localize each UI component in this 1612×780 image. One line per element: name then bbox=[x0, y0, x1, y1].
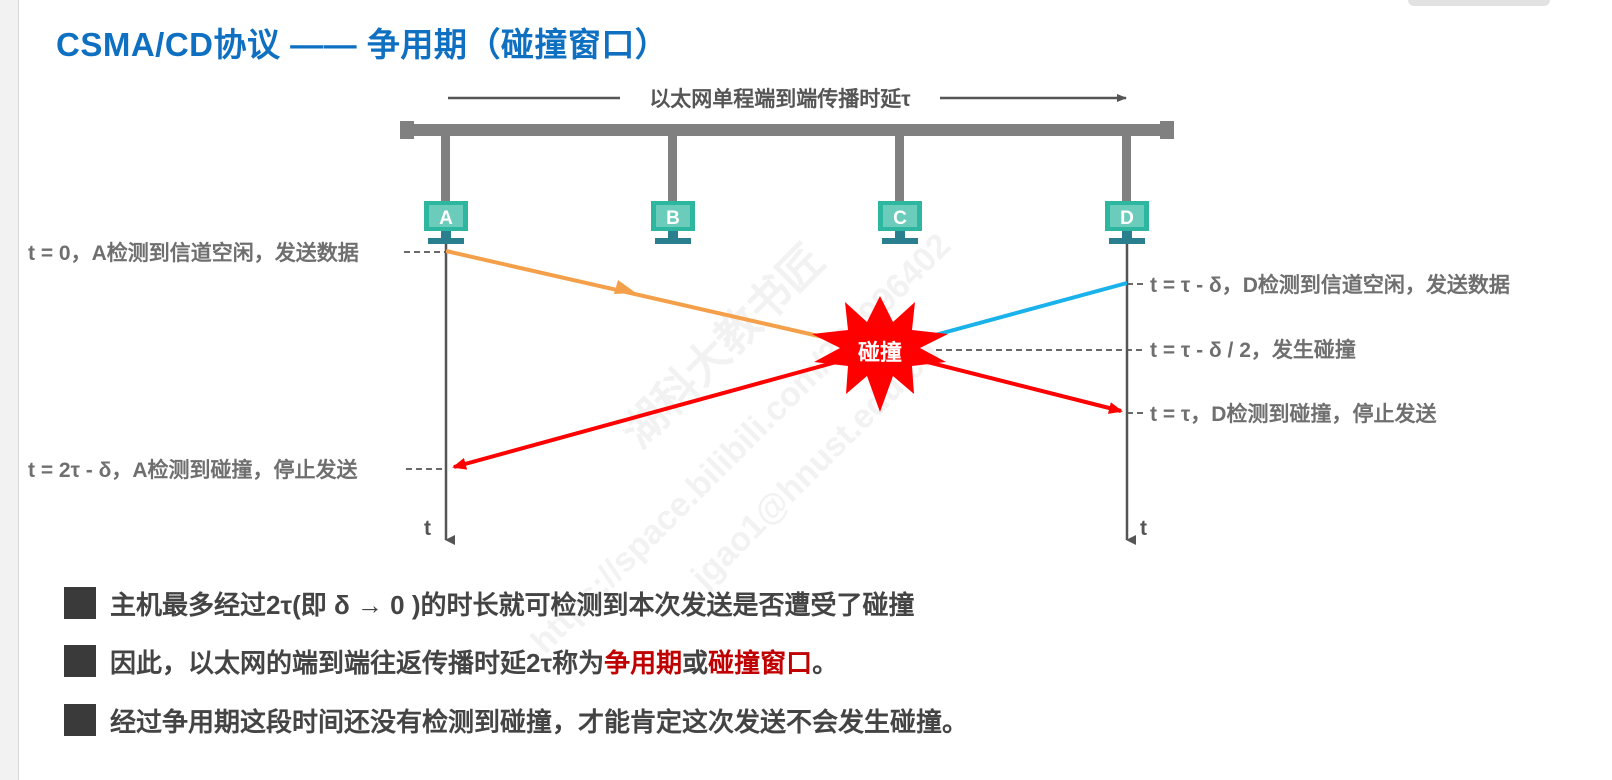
event-a-detect: t = 2τ - δ，A检测到碰撞，停止发送 bbox=[28, 458, 359, 482]
collision-burst: 碰撞 bbox=[812, 296, 948, 412]
bullet-item: 因此，以太网的端到端往返传播时延2τ称为争用期或碰撞窗口。 bbox=[64, 643, 838, 679]
collision-label: 碰撞 bbox=[858, 340, 902, 365]
bullet-item: 主机最多经过2τ(即 δ → 0 )的时长就可检测到本次发送是否遭受了碰撞 bbox=[64, 585, 915, 621]
watermark-line-1: 湖科大教书匠 bbox=[612, 236, 833, 457]
event-a-send: t = 0，A检测到信道空闲，发送数据 bbox=[28, 241, 359, 265]
highlight-contention-period: 争用期 bbox=[604, 648, 682, 678]
bullet-text-part: 因此，以太网的端到端往返传播时延2τ称为 bbox=[110, 648, 604, 678]
propagation-delay-arrow: 以太网单程端到端传播时延τ bbox=[448, 87, 1126, 111]
bullet-item: 经过争用期这段时间还没有检测到碰撞，才能肯定这次发送不会发生碰撞。 bbox=[64, 702, 968, 738]
bullet-text: 经过争用期这段时间还没有检测到碰撞，才能肯定这次发送不会发生碰撞。 bbox=[110, 702, 968, 739]
station-a: A bbox=[424, 201, 468, 244]
time-axis-a: t bbox=[424, 244, 446, 540]
station-d-label: D bbox=[1120, 208, 1134, 229]
highlight-collision-window: 碰撞窗口 bbox=[708, 648, 812, 678]
bullet-text-part: 。 bbox=[812, 648, 838, 678]
event-d-detect: t = τ，D检测到碰撞，停止发送 bbox=[1150, 402, 1437, 426]
station-b-label: B bbox=[666, 208, 680, 229]
station-b: B bbox=[651, 201, 695, 244]
station-d: D bbox=[1105, 201, 1149, 244]
bullet-square-icon bbox=[64, 645, 96, 677]
bullet-square-icon bbox=[64, 704, 96, 736]
bullet-text-part: 或 bbox=[682, 648, 708, 678]
bullet-text: 因此，以太网的端到端往返传播时延2τ称为争用期或碰撞窗口。 bbox=[110, 643, 838, 680]
station-c-label: C bbox=[893, 208, 907, 229]
propagation-delay-label: 以太网单程端到端传播时延τ bbox=[649, 87, 911, 111]
bullet-text: 主机最多经过2τ(即 δ → 0 )的时长就可检测到本次发送是否遭受了碰撞 bbox=[110, 585, 915, 622]
event-collision: t = τ - δ / 2，发生碰撞 bbox=[1150, 338, 1356, 362]
ethernet-bus bbox=[400, 121, 1174, 202]
time-axis-d: t bbox=[1127, 244, 1147, 540]
time-axis-a-label: t bbox=[424, 517, 431, 540]
time-axis-d-label: t bbox=[1140, 517, 1147, 540]
station-c: C bbox=[878, 201, 922, 244]
event-d-send: t = τ - δ，D检测到信道空闲，发送数据 bbox=[1150, 273, 1510, 297]
bullet-square-icon bbox=[64, 587, 96, 619]
station-a-label: A bbox=[439, 208, 453, 229]
